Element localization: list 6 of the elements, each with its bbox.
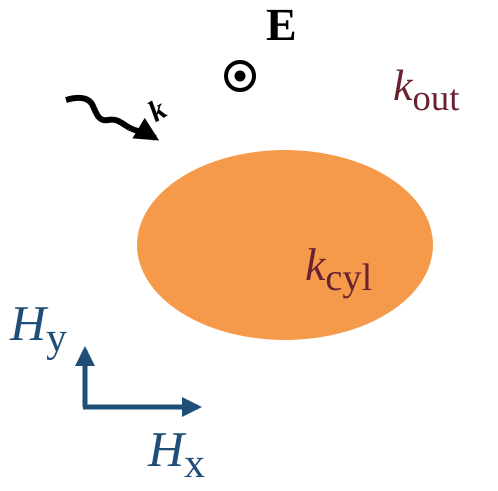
field-label: E <box>266 2 297 48</box>
axis-label: H$_{y}$ <box>10 298 67 360</box>
wave-vector-label: k <box>144 94 172 128</box>
region-label: k$_{out}$ <box>393 64 460 116</box>
region-label: k$_{cyl}$ <box>305 242 372 298</box>
axis-label: H$_{x}$ <box>148 424 205 486</box>
